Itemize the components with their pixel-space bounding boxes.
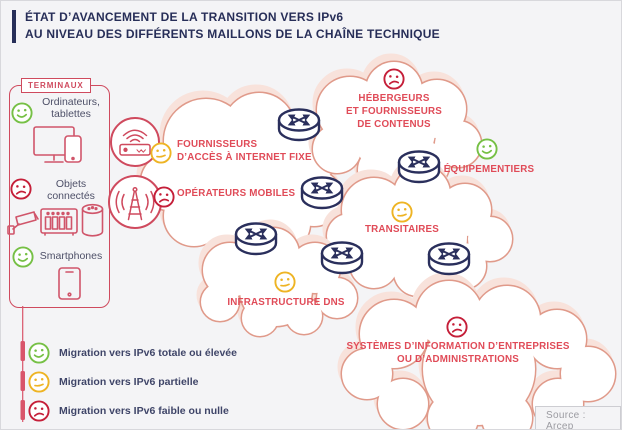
terminal-item-computers: Ordinateurs, tablettes (42, 96, 100, 120)
antenna-icon (115, 186, 155, 221)
router-icon (279, 110, 319, 141)
neutral-face-icon (274, 271, 296, 293)
happy-face-icon (11, 102, 33, 124)
sad-face-icon (28, 400, 50, 422)
dns-label: INFRASTRUCTURE DNS (227, 297, 345, 308)
router-icon (302, 178, 342, 209)
neutral-face-icon (28, 371, 50, 393)
fixed-internet-node (110, 117, 160, 167)
source-credit: Source : Arcep (535, 406, 621, 429)
title-line-2: AU NIVEAU DES DIFFÉRENTS MAILLONS DE LA … (25, 27, 440, 41)
nas-icon (40, 208, 78, 236)
computer-tablet-icon (33, 126, 82, 163)
wifi-modem-icon (119, 129, 151, 156)
router-icon (322, 243, 362, 274)
terminal-item-smartphones: Smartphones (39, 250, 103, 262)
sad-face-icon (383, 68, 405, 90)
legend-connector-line (20, 306, 25, 422)
speaker-icon (81, 203, 104, 237)
terminal-item-connected-objects: Objets connectés (47, 178, 95, 202)
title-line-1: ÉTAT D’AVANCEMENT DE LA TRANSITION VERS … (25, 10, 344, 24)
router-icon (236, 224, 276, 255)
page-title: ÉTAT D’AVANCEMENT DE LA TRANSITION VERS … (25, 9, 440, 43)
title-accent-bar (12, 10, 16, 43)
happy-face-icon (476, 138, 498, 160)
neutral-face-icon (150, 142, 172, 164)
info-systems-label: SYSTÈMES D’INFORMATION D’ENTREPRISES OU … (346, 341, 570, 365)
terminals-badge: TERMINAUX (21, 78, 91, 93)
router-icon (429, 244, 469, 275)
legend-item-high: Migration vers IPv6 totale ou élevée (59, 347, 237, 359)
smartphone-icon (58, 267, 81, 300)
router-icon (399, 152, 439, 183)
sad-face-icon (10, 178, 32, 200)
neutral-face-icon (391, 201, 413, 223)
legend-item-low: Migration vers IPv6 faible ou nulle (59, 405, 229, 417)
equipment-makers-label: ÉQUIPEMENTIERS (443, 164, 535, 175)
happy-face-icon (28, 342, 50, 364)
sad-face-icon (446, 316, 468, 338)
mobile-operators-label: OPÉRATEURS MOBILES (177, 188, 296, 199)
happy-face-icon (12, 246, 34, 268)
hosting-label: HÉBERGEURS ET FOURNISSEURS DE CONTENUS (345, 93, 443, 130)
legend-item-partial: Migration vers IPv6 partielle (59, 376, 199, 388)
mobile-operators-node (108, 175, 162, 229)
transit-label: TRANSITAIRES (364, 224, 440, 235)
sad-face-icon (153, 186, 175, 208)
fixed-isp-label: FOURNISSEURS D’ACCÈS À INTERNET FIXE (177, 139, 312, 163)
camera-icon (7, 211, 39, 235)
